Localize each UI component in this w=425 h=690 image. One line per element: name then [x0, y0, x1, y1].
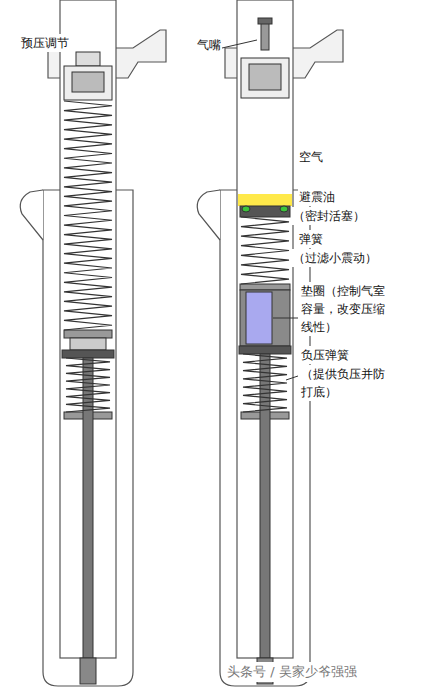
piston — [62, 350, 114, 358]
coil-spring — [241, 217, 289, 284]
stanchion — [237, 0, 293, 658]
top-cap — [241, 58, 289, 98]
spacer — [70, 338, 106, 350]
shaft-rod — [260, 354, 270, 658]
part-label: 避震油 — [298, 188, 336, 206]
arch-brace — [20, 190, 43, 240]
part-note: （密封活塞） — [292, 207, 366, 225]
spring-plate — [64, 330, 112, 338]
shock-oil — [238, 194, 292, 206]
coil-spring — [66, 358, 110, 412]
spring-plate — [240, 284, 290, 290]
part-label: 预压调节 — [20, 34, 70, 52]
air-valve — [261, 22, 269, 50]
top-cap — [64, 66, 112, 100]
coil-spring — [243, 354, 287, 412]
leader-line — [286, 376, 298, 380]
part-label: 负压弹簧 — [300, 346, 350, 364]
leader-line — [222, 40, 257, 48]
foot-nut — [80, 658, 96, 684]
watermark: 头条号 / 吴家少爷强强 — [226, 662, 358, 682]
volume-spacer — [246, 292, 272, 344]
piston — [239, 346, 291, 354]
part-label: 气嘴 — [196, 36, 222, 54]
coil-spring — [64, 101, 112, 330]
arch-brace — [197, 190, 220, 240]
stanchion — [60, 0, 116, 658]
seal-ring — [280, 206, 288, 212]
seal-ring — [242, 206, 250, 212]
part-note: （过滤小震动） — [292, 249, 378, 267]
part-note: （提供负压并防打底） — [300, 365, 394, 401]
top-cap-inner — [249, 64, 281, 90]
part-label: 垫圈（控制气室容量，改变压缩线性） — [300, 282, 394, 336]
top-cap-inner — [72, 72, 104, 92]
part-label: 弹簧 — [298, 230, 324, 248]
leader-line — [273, 318, 298, 319]
preload-knob — [76, 52, 100, 66]
part-label: 空气 — [298, 148, 324, 166]
valve-cap — [258, 18, 272, 24]
seal-piston — [240, 206, 290, 217]
